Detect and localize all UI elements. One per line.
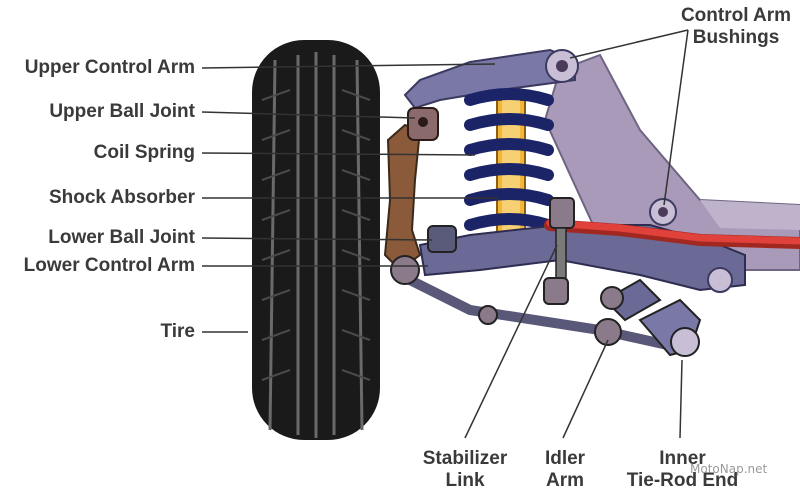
label-control-arm-bushings-line2: Bushings [692, 27, 780, 48]
label-idler-arm-line2: Arm [545, 470, 584, 491]
upper-ball-joint [407, 107, 439, 141]
label-tire: Tire [160, 321, 195, 342]
label-shock-absorber: Shock Absorber [48, 187, 195, 208]
chassis-frame [543, 53, 800, 271]
label-control-arm-bushings-line1: Control Arm [680, 5, 792, 26]
label-control-arm-bushings: Control Arm Bushings [672, 5, 800, 49]
watermark: MotoNap.net [690, 462, 768, 476]
stabilizer-bar [544, 219, 800, 249]
label-stabilizer-link-line2: Link [445, 470, 485, 491]
label-inner-tie-rod-end-line1: Inner [659, 448, 706, 469]
label-idler-arm-line1: Idler [544, 448, 586, 469]
tire [252, 40, 380, 440]
lower-ball-joint [427, 225, 457, 253]
leader-lines [201, 29, 689, 439]
tie-rod-assembly [390, 255, 702, 357]
label-stabilizer-link: Stabilizer Link [410, 448, 520, 492]
stabilizer-link [543, 197, 575, 305]
label-stabilizer-link-line1: Stabilizer [422, 448, 508, 469]
label-lower-control-arm: Lower Control Arm [23, 255, 195, 276]
label-inner-tie-rod-end: Inner Tie-Rod End [605, 448, 760, 492]
label-upper-ball-joint: Upper Ball Joint [49, 101, 195, 122]
label-idler-arm: Idler Arm [530, 448, 600, 492]
label-coil-spring: Coil Spring [93, 142, 195, 163]
label-upper-control-arm: Upper Control Arm [24, 57, 195, 78]
label-lower-ball-joint: Lower Ball Joint [48, 227, 195, 248]
label-inner-tie-rod-end-line2: Tie-Rod End [626, 470, 739, 491]
